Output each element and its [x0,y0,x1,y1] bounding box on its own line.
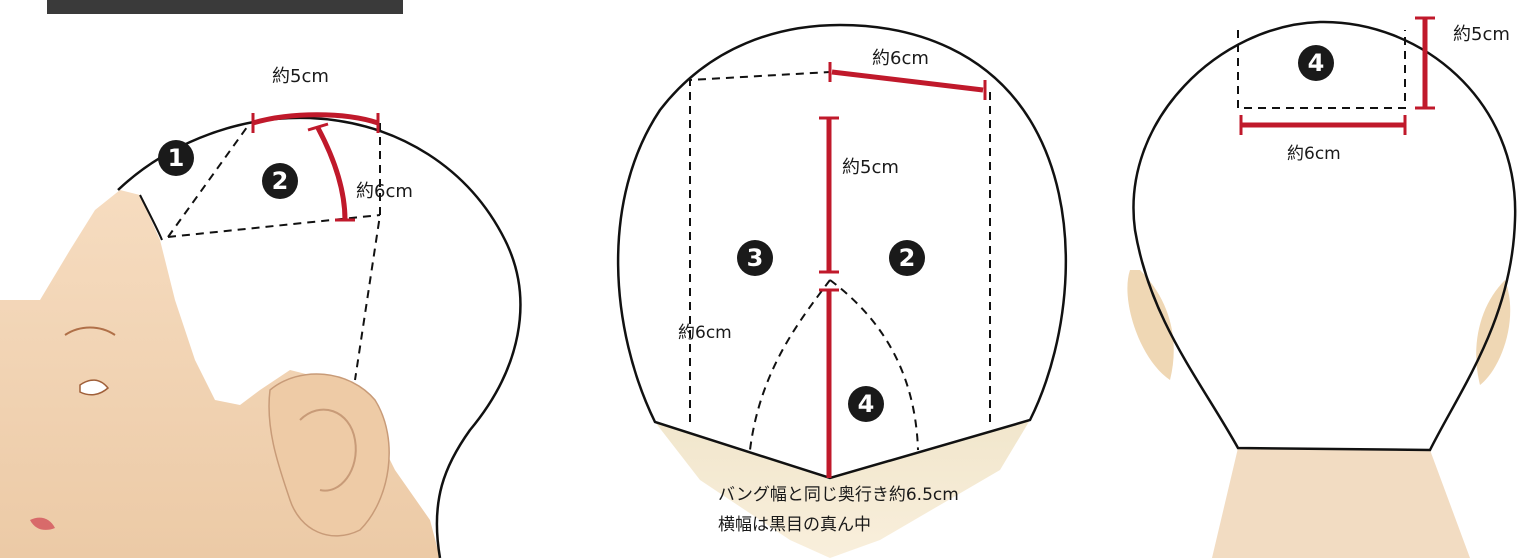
top-width-label: 約6cm [872,48,929,69]
side-depth-label: 約6cm [356,181,413,202]
marker-4-top: 4 [848,386,884,422]
side-ear [268,373,390,537]
back-head-outline [1132,20,1517,452]
top-width-measure [831,69,984,93]
side-head-outline [117,116,522,558]
back-ear-left [1127,270,1174,380]
marker-2: 2 [262,163,298,199]
top-side-depth-label: 約6cm [678,323,732,343]
top-neck [655,420,1030,558]
marker-1: 1 [158,140,194,176]
bang-note-line2: 横幅は黒目の真ん中 [718,515,871,535]
marker-2-top: 2 [889,240,925,276]
header-bar [47,0,403,14]
back-neck [1212,448,1470,558]
side-eye [79,379,110,396]
top-length-label: 約5cm [842,157,899,178]
side-width-measure [252,112,379,126]
side-view [0,112,522,558]
top-head-outline [616,23,1068,480]
side-lips [30,517,55,530]
back-ear-right [1476,280,1511,385]
marker-3: 3 [737,240,773,276]
back-height-label: 約5cm [1453,24,1510,45]
marker-4-back: 4 [1298,45,1334,81]
back-width-label: 約6cm [1287,144,1341,164]
back-view [1127,16,1517,558]
side-depth-measure [315,126,348,221]
bang-note-line1: バング幅と同じ奥行き約6.5cm [718,485,959,505]
side-width-label: 約5cm [272,66,329,87]
top-view [616,23,1068,558]
